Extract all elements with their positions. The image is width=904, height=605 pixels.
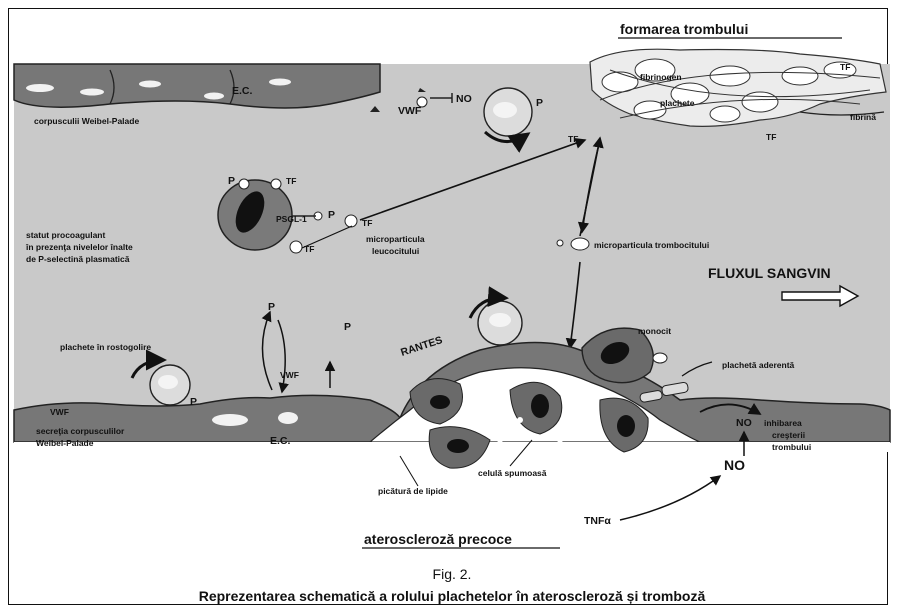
foam-cell-label: celulă spumoasă [478, 468, 547, 478]
tf-label: TF [766, 132, 776, 142]
tf-label: TF [568, 134, 578, 144]
procoagulant-status-label: statut procoagulant [26, 230, 106, 240]
weibel-palade-body [204, 93, 224, 100]
weibel-palade-secretion-label: Weibel-Palade [36, 438, 94, 448]
weibel-palade-body [278, 412, 298, 424]
fibrin-label: fibrină [850, 112, 876, 122]
figure-number: Fig. 2. [0, 566, 904, 582]
thrombus-inhibition-label: trombului [772, 442, 811, 452]
weibel-palade-secretion-label: secreţia corpusculilor [36, 426, 125, 436]
no-label-bottom: NO [724, 457, 745, 473]
fibrinogen-label: fibrinogen [640, 72, 682, 82]
vwf-label: VWF [280, 370, 299, 380]
platelet-microparticle-label: microparticula trombocitului [594, 240, 709, 250]
p-selectin-label: P [268, 301, 275, 313]
thrombus-mass [590, 49, 886, 126]
tf-label: TF [362, 218, 372, 228]
p-selectin-label: P [190, 396, 197, 408]
endothelium-top [14, 64, 380, 108]
vwf-label: VWF [50, 407, 69, 417]
procoagulant-status-label: în prezenţa nivelelor înalte [25, 242, 133, 252]
blood-flow-label: FLUXUL SANGVIN [708, 265, 831, 281]
endothelial-cell-label-bottom: E.C. [270, 435, 291, 447]
p-selectin-label: P [344, 321, 351, 333]
figure-caption: Reprezentarea schematică a rolului plach… [0, 588, 904, 604]
p-selectin-label: P [328, 209, 335, 221]
weibel-palade-label: corpusculii Weibel-Palade [34, 116, 139, 126]
thrombus-inhibition-label: creşterii [772, 430, 805, 440]
weibel-palade-body [269, 79, 291, 86]
psgl-label: PSGL-1 [276, 214, 307, 224]
monocyte-label: monocit [638, 326, 671, 336]
thrombus-inhibition-label: inhibarea [764, 418, 802, 428]
thrombus-atherosclerosis-diagram: formarea trombului E.C. corpusculii Weib… [0, 0, 904, 562]
tnf-alpha-label: TNFα [584, 515, 611, 527]
tnf-arrow [620, 476, 720, 520]
rolling-platelets-label: plachete în rostogolire [60, 342, 151, 352]
weibel-palade-body [212, 414, 248, 426]
platelets-thrombus-label: plachete [660, 98, 695, 108]
weibel-palade-body [139, 81, 161, 88]
procoagulant-status-label: de P-selectină plasmatică [26, 254, 130, 264]
no-label-right: NO [736, 417, 752, 429]
tf-label: TF [304, 244, 314, 254]
tf-label: TF [286, 176, 296, 186]
vwf-label-top: VWF [398, 105, 422, 117]
thrombus-title: formarea trombului [620, 21, 748, 37]
atherosclerosis-title: ateroscleroză precoce [364, 531, 512, 547]
lipid-droplet-label: picătură de lipide [378, 486, 448, 496]
adherent-platelet-label: plachetă aderentă [722, 360, 795, 370]
weibel-palade-body [80, 89, 104, 96]
no-label-top: NO [456, 93, 472, 105]
p-selectin-label: P [536, 97, 543, 109]
tf-label: TF [840, 62, 850, 72]
leukocyte-microparticle-label: leucocitului [372, 246, 419, 256]
p-selectin-label: P [228, 175, 235, 187]
weibel-palade-body [26, 84, 54, 92]
lipid-pointer [400, 456, 418, 486]
endothelial-cell-label: E.C. [232, 85, 253, 97]
leukocyte-microparticle-label: microparticula [366, 234, 425, 244]
